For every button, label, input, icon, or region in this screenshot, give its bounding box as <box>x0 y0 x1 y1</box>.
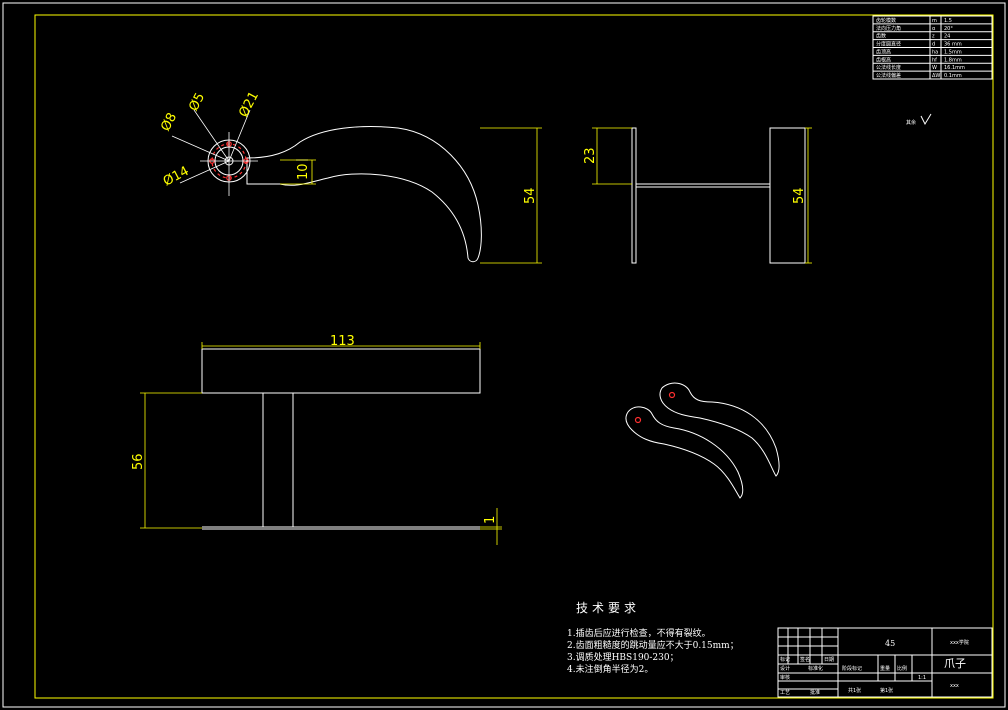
dim-56: 56 <box>131 453 146 470</box>
param-symbol: ΔW <box>932 73 940 79</box>
param-value: 0.1mm <box>944 73 962 79</box>
param-symbol: z <box>932 34 935 40</box>
param-name: 齿根高 <box>876 56 891 63</box>
param-value: 20° <box>944 26 953 32</box>
tb-part-name: 爪子 <box>944 657 966 670</box>
note-item-4: 4.未注倒角半径为2。 <box>567 663 653 675</box>
iso-view <box>625 382 780 499</box>
dim-23: 23 <box>583 147 598 164</box>
param-symbol: m <box>932 18 937 24</box>
dim-54: 54 <box>523 187 538 204</box>
param-value: 1.8mm <box>944 57 962 63</box>
tb-ratio-label: 比例 <box>897 665 907 672</box>
front-view <box>171 109 542 264</box>
iso-claw-back <box>659 382 780 477</box>
notes-title: 技术要求 <box>576 601 640 615</box>
tb-school: xxx学院 <box>950 639 969 646</box>
param-name: 公法线长度 <box>876 64 901 71</box>
leader-phi14 <box>179 160 230 184</box>
leader-phi21 <box>228 109 251 162</box>
dim-10: 10 <box>296 163 311 180</box>
param-symbol: α <box>932 26 936 32</box>
tb-sheet-label: 共1张 <box>848 687 861 694</box>
param-value: 1.5 <box>944 18 952 24</box>
tb-designer-label: 设计 <box>780 665 790 672</box>
param-name: 法向压力角 <box>876 25 901 32</box>
tb-stage-label: 阶段标记 <box>842 665 862 672</box>
roughness-symbol <box>920 113 932 126</box>
param-name: 齿数 <box>876 33 886 40</box>
param-value: 24 <box>944 34 950 40</box>
claw-outline <box>246 126 482 263</box>
top-arm <box>201 348 481 394</box>
iso-claw-front <box>625 406 744 499</box>
param-symbol: d <box>932 42 935 48</box>
parameter-table: 齿轮模数 m 1.5 法向压力角 α 20° 齿数 z 24 分度圆直径 d 36 mm 齿顶高 ha 1.… <box>872 15 993 80</box>
dim-54b: 54 <box>792 187 807 204</box>
title-block <box>777 627 993 698</box>
param-value: 36 mm <box>944 42 962 48</box>
param-name: 分度圆直径 <box>876 41 901 48</box>
side-right-plate <box>769 127 806 264</box>
param-name: 齿顶高 <box>876 48 891 55</box>
inner-frame <box>34 14 994 699</box>
note-item-3: 3.调质处理HBS190-230； <box>567 651 679 663</box>
tb-material: 45 <box>885 639 895 648</box>
side-left-plate <box>631 127 637 264</box>
param-symbol: hf <box>932 57 937 63</box>
iso-hole-back <box>668 391 676 399</box>
tb-process-label: 工艺 <box>780 690 790 696</box>
param-name: 公法线偏差 <box>876 72 901 79</box>
param-rows: 齿轮模数 m 1.5 法向压力角 α 20° 齿数 z 24 分度圆直径 d 36 mm 齿顶高 ha 1.… <box>873 17 992 79</box>
tb-checker-label: 审核 <box>780 674 790 681</box>
title-block-frame <box>777 627 993 698</box>
param-value: 1.5mm <box>944 49 962 55</box>
tb-std-label: 标准化 <box>808 665 823 672</box>
tb-mark-label: 标记 <box>780 656 790 663</box>
dim-1: 1 <box>483 516 498 524</box>
leader-phi8 <box>171 135 230 162</box>
tb-date-label: 日期 <box>824 657 834 663</box>
top-view <box>140 342 502 545</box>
dim-113: 113 <box>330 334 355 349</box>
tb-sign-label: 签名 <box>800 656 810 663</box>
param-symbol: W <box>932 65 937 71</box>
tb-scale: 1:1 <box>918 675 926 681</box>
iso-hole-front <box>634 416 642 424</box>
tb-sheet2-label: 第1张 <box>880 687 893 694</box>
note-item-1: 1.插齿后应进行检查，不得有裂纹。 <box>567 627 711 639</box>
tb-code: xxx <box>950 683 959 689</box>
tb-weight-label: 重量 <box>880 665 890 672</box>
param-symbol: ha <box>932 49 938 55</box>
leader-phi5 <box>193 109 230 162</box>
roughness-label: 其余 <box>906 119 916 126</box>
side-view <box>592 127 812 264</box>
note-item-2: 2.齿面粗糙度的跳动量应不大于0.15mm； <box>567 639 739 651</box>
tb-approve-label: 批准 <box>810 689 820 696</box>
param-name: 齿轮模数 <box>876 17 896 24</box>
param-value: 16.1mm <box>944 65 965 71</box>
